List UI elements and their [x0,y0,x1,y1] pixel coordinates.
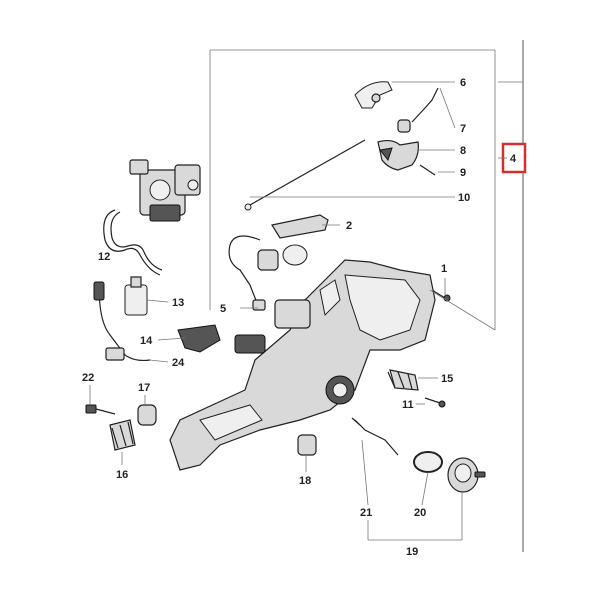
fuel-hose-part [103,209,163,276]
callout-22: 22 [82,372,94,384]
callout-8: 8 [460,145,466,157]
spring-part [397,87,439,133]
callout-11: 11 [402,399,414,411]
av-element-part [387,369,419,391]
leader-lines [89,81,523,541]
fuel-filter-part [124,276,148,316]
throttle-trigger-part [377,139,419,171]
fuel-cap-part [447,457,486,493]
impulse-hose-part [228,235,266,311]
callout-2: 2 [346,220,352,232]
screw-part [424,397,446,408]
callout-5: 5 [220,303,226,315]
callout-24: 24 [172,357,185,369]
callout-4: 4 [510,153,517,165]
frame-lines [209,40,524,552]
callout-18: 18 [299,475,311,487]
clip-part [351,417,399,456]
inlet-boot-part [257,244,308,271]
callout-labels: 1 2 5 6 7 8 9 10 11 12 13 14 15 16 17 18… [82,77,470,558]
callout-13: 13 [172,297,184,309]
callout-15: 15 [441,373,453,385]
bushing-part [297,434,317,456]
callout-7: 7 [460,123,466,135]
crankcase-body-part [169,259,436,471]
screw-22-part [85,404,116,415]
callout-16: 16 [116,469,128,481]
av-spring-part [109,419,136,451]
throttle-rod-part [244,139,366,211]
pin-part [419,164,436,176]
callout-10: 10 [458,192,470,204]
callout-19: 19 [406,546,418,558]
highlighted-callout-4: 4 [498,142,527,174]
handle-cover-part [354,81,393,109]
carburetor-part [129,159,201,222]
callout-9: 9 [460,167,466,179]
buffer-part [137,404,157,426]
callout-14: 14 [140,335,153,347]
shield-part [177,324,221,353]
callout-21: 21 [360,507,372,519]
callout-20: 20 [414,507,426,519]
plate-part [271,214,329,239]
o-ring-part [413,451,443,473]
callout-17: 17 [138,382,150,394]
callout-6: 6 [460,77,466,89]
callout-12: 12 [98,251,110,263]
callout-1: 1 [441,263,447,275]
fuel-line-part [93,281,151,362]
